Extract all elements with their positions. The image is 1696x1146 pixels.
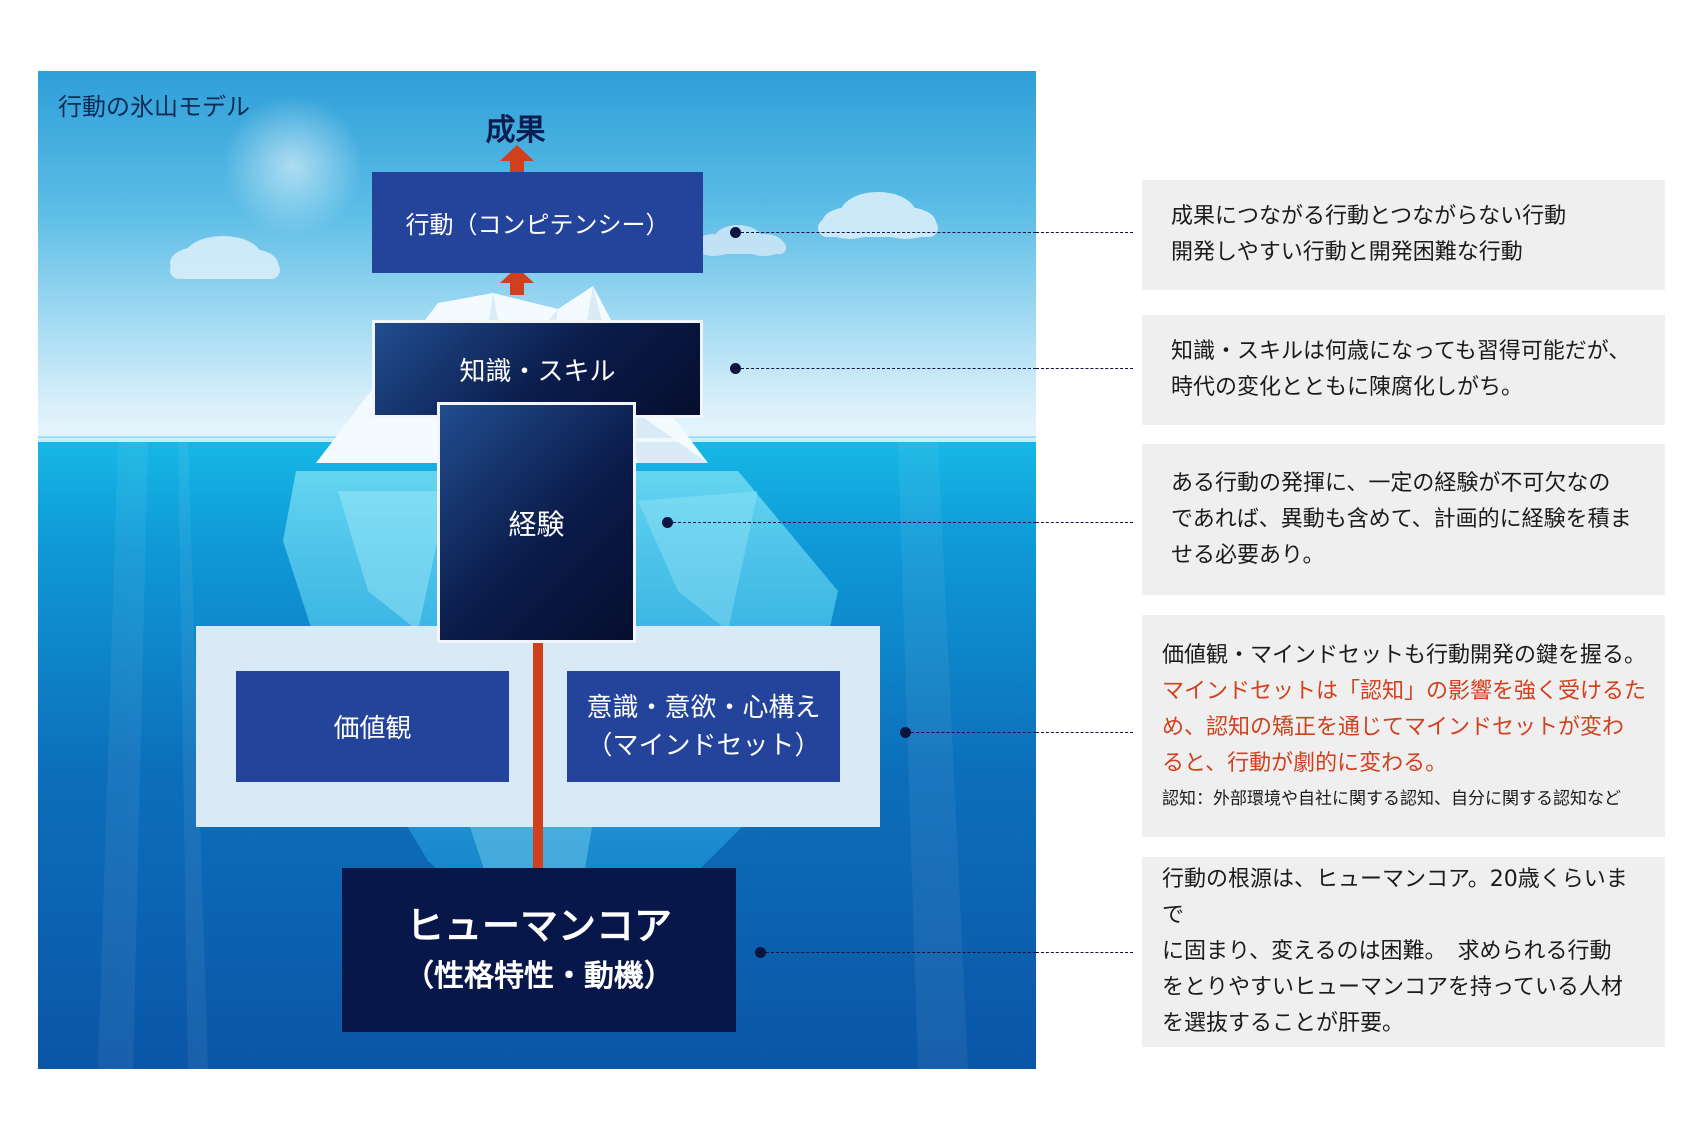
note-card-knowledge: 知識・スキルは何歳になっても習得可能だが、 時代の変化とともに陳腐化しがち。 [1142, 315, 1665, 425]
human-core-label-line1: ヒューマンコア [405, 904, 672, 948]
diagram-title: 行動の氷山モデル [58, 93, 250, 121]
sun-glow [223, 96, 363, 236]
mindset-label-line2: （マインドセット） [586, 730, 821, 761]
note-card-behavior: 成果につながる行動とつながらない行動 開発しやすい行動と開発困難な行動 [1142, 180, 1665, 290]
human-core-box: ヒューマンコア （性格特性・動機） [342, 868, 736, 1032]
connector-dot-experience [662, 517, 673, 528]
note-line-accent: ると、行動が劇的に変わる。 [1162, 751, 1448, 776]
note-line: ある行動の発揮に、一定の経験が不可欠なの [1171, 470, 1611, 496]
note-card-experience: ある行動の発揮に、一定の経験が不可欠なの であれば、異動も含めて、計画的に経験を… [1142, 444, 1665, 595]
connector-dot-mindset [900, 727, 911, 738]
knowledge-label: 知識・スキル [459, 356, 616, 387]
note-card-mindset: 価値観・マインドセットも行動開発の鍵を握る。 マインドセットは「認知」の影響を強… [1142, 615, 1665, 837]
connector-line-mindset-ext [1036, 732, 1133, 733]
connector-dot-knowledge [730, 363, 741, 374]
note-line: 知識・スキルは何歳になっても習得可能だが、 [1171, 339, 1631, 364]
note-card-core: 行動の根源は、ヒューマンコア。20歳くらいまで に固まり、変えるのは困難。 求め… [1142, 857, 1665, 1047]
note-line: 行動の根源は、ヒューマンコア。20歳くらいまで [1162, 867, 1628, 928]
core-to-behavior-line [533, 643, 543, 868]
note-line: を選抜することが肝要。 [1162, 1011, 1405, 1036]
values-box: 価値観 [236, 671, 509, 782]
connector-line-core-ext [1036, 952, 1133, 953]
note-line-accent: め、認知の矯正を通じてマインドセットが変わ [1162, 715, 1625, 740]
connector-dot-behavior [730, 227, 741, 238]
note-line: せる必要あり。 [1171, 542, 1325, 568]
connector-line-experience [673, 522, 1036, 523]
note-line: に固まり、変えるのは困難。 求められる行動 [1162, 939, 1612, 964]
mindset-box: 意識・意欲・心構え （マインドセット） [567, 671, 840, 782]
result-label: 成果 [485, 113, 546, 148]
connector-line-knowledge [741, 368, 1036, 369]
arrow-up-icon [500, 267, 534, 295]
iceberg-diagram: 行動の氷山モデル 成果 行動（コンピテンシー） 知識・スキル 経験 価値観 意識… [38, 71, 1036, 1069]
upward-arrows [500, 145, 534, 295]
connector-dot-core [755, 947, 766, 958]
behavior-box: 行動（コンピテンシー） [372, 172, 703, 273]
values-label: 価値観 [333, 714, 412, 744]
experience-box: 経験 [437, 402, 636, 643]
connector-line-behavior [741, 232, 1036, 233]
cloud-left [170, 236, 280, 279]
note-line: をとりやすいヒューマンコアを持っている人材 [1162, 975, 1623, 1000]
mindset-label-line1: 意識・意欲・心構え [586, 692, 821, 723]
connector-line-experience-ext [1036, 522, 1133, 523]
note-line-accent: マインドセットは「認知」の影響を強く受けるた [1162, 679, 1647, 704]
arrow-up-icon [500, 145, 534, 173]
connector-line-knowledge-ext [1036, 368, 1133, 369]
cloud-middle [694, 225, 786, 256]
note-footnote: 認知：外部環境や自社に関する認知、自分に関する認知など [1162, 789, 1621, 809]
note-line: 価値観・マインドセットも行動開発の鍵を握る。 [1162, 643, 1647, 668]
knowledge-box: 知識・スキル [372, 320, 703, 418]
experience-label: 経験 [508, 507, 565, 541]
connector-line-mindset [911, 732, 1036, 733]
behavior-label: 行動（コンピテンシー） [405, 211, 670, 239]
human-core-label-line2: （性格特性・動機） [404, 959, 674, 994]
note-line: 成果につながる行動とつながらない行動 [1171, 204, 1567, 229]
cloud-right [818, 192, 938, 239]
note-line: 時代の変化とともに陳腐化しがち。 [1171, 375, 1524, 400]
note-line: であれば、異動も含めて、計画的に経験を積ま [1171, 506, 1632, 532]
note-line: 開発しやすい行動と開発困難な行動 [1171, 240, 1523, 265]
connector-line-behavior-ext [1036, 232, 1133, 233]
light-rays [98, 442, 968, 1069]
connector-line-core [766, 952, 1036, 953]
